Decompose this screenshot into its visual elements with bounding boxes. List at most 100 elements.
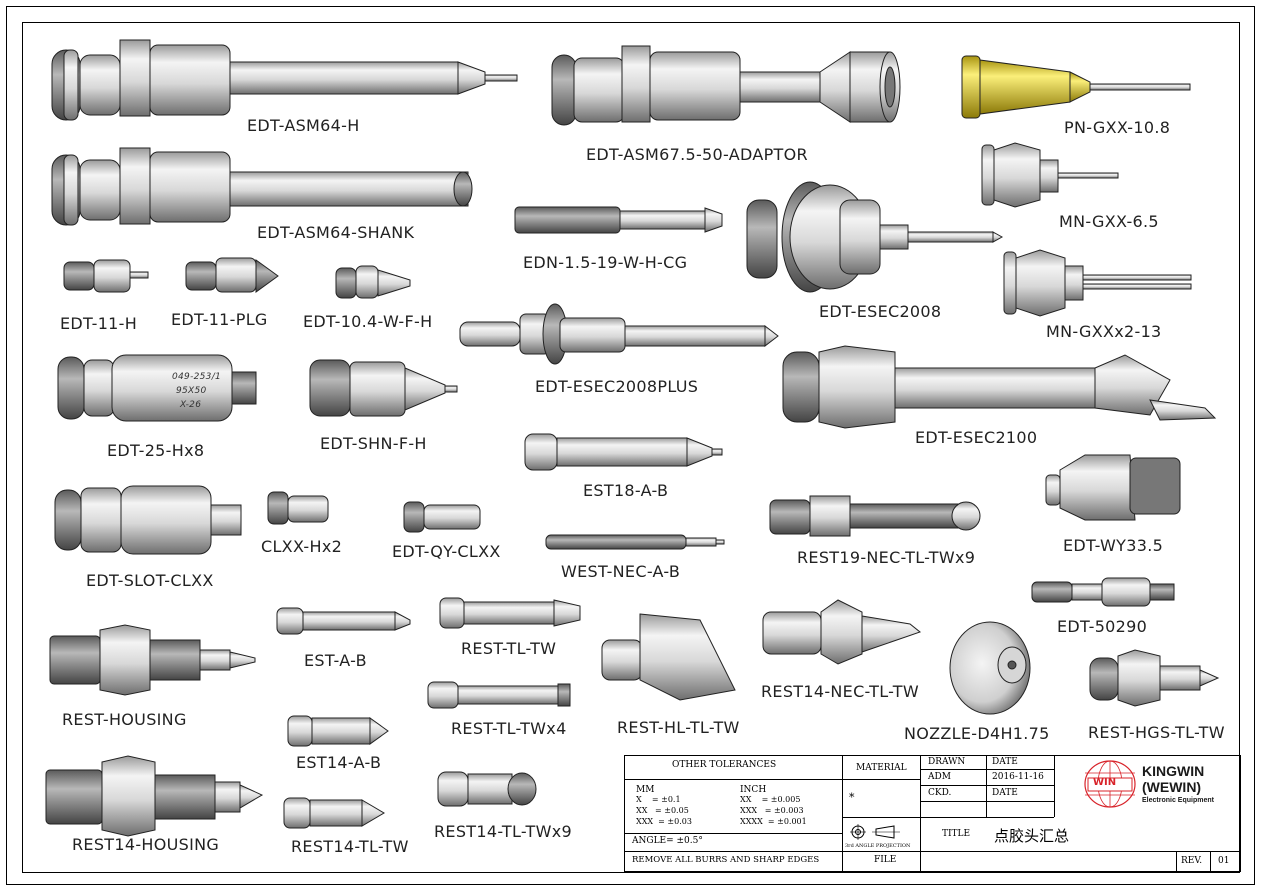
label-rest14-tl: REST14-TL-TW — [291, 837, 409, 856]
part-rest-housing — [49, 624, 256, 696]
drawing-outer-border — [6, 6, 1255, 885]
label-edt-shn: EDT-SHN-F-H — [320, 434, 427, 453]
part-rest-hgs — [1089, 649, 1220, 707]
part-edt-wy — [1045, 454, 1181, 521]
label-edn: EDN-1.5-19-W-H-CG — [523, 253, 688, 272]
mm-label: MM — [636, 785, 655, 795]
label-rest19: REST19-NEC-TL-TWx9 — [797, 548, 976, 567]
date-label: DATE — [992, 757, 1018, 767]
drawn-label: DRAWN — [928, 757, 966, 767]
part-edn — [514, 206, 723, 234]
label-mn-gxx65: MN-GXX-6.5 — [1059, 212, 1159, 231]
label-edt-11-h: EDT-11-H — [60, 314, 138, 333]
inch-tol-3: XXXX = ±0.001 — [740, 817, 807, 826]
part-edt-esec2008plus — [459, 303, 779, 365]
part-edt-25 — [57, 354, 257, 422]
label-west-nec: WEST-NEC-A-B — [561, 562, 681, 581]
part-rest-tl-twx4 — [427, 681, 571, 709]
label-edt-11-plg: EDT-11-PLG — [171, 310, 268, 329]
part-edt-slot — [54, 485, 242, 555]
part-rest14-tl — [283, 797, 385, 829]
label-est18: EST18-A-B — [583, 481, 669, 500]
part-edt-esec2100 — [782, 345, 1217, 429]
projection-symbol-icon — [850, 824, 900, 840]
label-est-a-b: EST-A-B — [304, 651, 367, 670]
rev-label: REV. — [1181, 856, 1203, 866]
label-edt-50290: EDT-50290 — [1057, 617, 1148, 636]
part-edt-qy — [403, 501, 481, 533]
part-edt-asm64-shank — [51, 147, 473, 226]
label-rest14-nec: REST14-NEC-TL-TW — [761, 682, 919, 701]
label-rest-hl: REST-HL-TL-TW — [617, 718, 740, 737]
label-edt-wy: EDT-WY33.5 — [1063, 536, 1164, 555]
inch-tol-2: XXX = ±0.003 — [740, 806, 804, 815]
part-rest14-nec — [762, 599, 922, 665]
projection-label: 3rd ANGLE PROJECTION — [845, 843, 911, 849]
part-edt-11-h — [63, 259, 149, 293]
kingwin-logo-globe-icon — [1084, 760, 1136, 808]
label-rest-tl-twx4: REST-TL-TWx4 — [451, 719, 567, 738]
label-edt-asm64-h: EDT-ASM64-H — [247, 116, 360, 135]
drawing-title: 点胶头汇总 — [994, 827, 1070, 845]
material-label: MATERIAL — [856, 763, 907, 773]
part-edt-50290 — [1031, 577, 1175, 607]
mm-tol-1: X = ±0.1 — [636, 795, 681, 804]
engraving-line-3: X-26 — [180, 400, 202, 410]
part-rest14-housing — [45, 755, 264, 837]
engraving-line-1: 049-253/1 — [172, 372, 222, 382]
label-mn-gxxx2: MN-GXXx2-13 — [1046, 322, 1162, 341]
company-name-2: (WEWIN) — [1142, 779, 1202, 795]
label-edt-asm675: EDT-ASM67.5-50-ADAPTOR — [586, 145, 808, 164]
part-mn-gxxx2 — [1003, 249, 1192, 317]
drawing-inner-border — [22, 22, 1240, 873]
rev-value: 01 — [1218, 856, 1230, 866]
label-rest-hgs: REST-HGS-TL-TW — [1088, 723, 1225, 742]
part-mn-gxx65 — [981, 142, 1119, 208]
label-edt-slot: EDT-SLOT-CLXX — [86, 571, 214, 590]
part-rest-tl-tw — [439, 597, 581, 629]
part-west-nec — [545, 534, 725, 550]
other-tolerances-label: OTHER TOLERANCES — [672, 760, 777, 770]
company-name: KINGWIN — [1142, 763, 1205, 779]
label-pn-gxx: PN-GXX-10.8 — [1064, 118, 1171, 137]
ckd-label: CKD. — [928, 788, 952, 798]
part-edt-shn — [309, 359, 458, 417]
label-edt-qy: EDT-QY-CLXX — [392, 542, 501, 561]
label-est14: EST14-A-B — [296, 753, 382, 772]
ckd-date-label: DATE — [992, 788, 1018, 798]
label-rest14-tlx9: REST14-TL-TWx9 — [434, 822, 572, 841]
part-nozzle — [949, 621, 1031, 715]
logo-text: WIN — [1093, 777, 1117, 788]
label-rest-housing: REST-HOUSING — [62, 710, 187, 729]
file-label: FILE — [874, 855, 897, 865]
inch-label: INCH — [740, 785, 767, 795]
date-value: 2016-11-16 — [992, 772, 1044, 782]
label-edt-esec2100: EDT-ESEC2100 — [915, 428, 1038, 447]
part-est-a-b — [276, 607, 411, 635]
inch-tol-1: XX = ±0.005 — [740, 795, 801, 804]
label-edt-esec2008: EDT-ESEC2008 — [819, 302, 942, 321]
part-est14 — [287, 715, 389, 747]
label-rest-tl-tw: REST-TL-TW — [461, 639, 557, 658]
label-edt-104: EDT-10.4-W-F-H — [303, 312, 433, 331]
part-pn-gxx — [961, 55, 1191, 119]
label-edt-esec2008plus: EDT-ESEC2008PLUS — [535, 377, 699, 396]
part-rest-hl — [601, 613, 736, 701]
drawn-by: ADM — [928, 772, 951, 782]
part-edt-esec2008 — [746, 181, 1004, 293]
label-clxx: CLXX-Hx2 — [261, 537, 343, 556]
mm-tol-3: XXX = ±0.03 — [636, 817, 692, 826]
engraving-line-2: 95X50 — [176, 386, 207, 396]
title-block: OTHER TOLERANCES MM X = ±0.1 XX = ±0.05 … — [624, 755, 1241, 872]
part-edt-asm675 — [551, 45, 901, 126]
company-subtitle: Electronic Equipment — [1142, 797, 1214, 804]
part-edt-104 — [335, 265, 411, 299]
part-clxx — [267, 491, 329, 525]
part-est18 — [524, 433, 723, 471]
title-label: TITLE — [942, 829, 971, 839]
remove-burrs-note: REMOVE ALL BURRS AND SHARP EDGES — [632, 855, 820, 865]
part-edt-asm64-h — [51, 39, 518, 121]
part-rest19 — [769, 495, 981, 537]
part-rest14-tlx9 — [437, 771, 537, 807]
